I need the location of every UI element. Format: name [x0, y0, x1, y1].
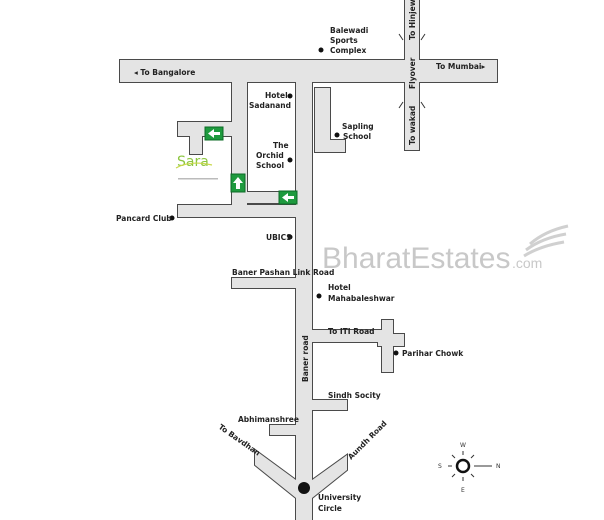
svg-text:Sports: Sports	[330, 36, 358, 45]
flyover-marks	[398, 33, 426, 109]
svg-text:School: School	[256, 161, 284, 170]
watermark-suffix: .com	[512, 255, 542, 271]
baner-road-label: Baner road	[301, 335, 310, 382]
landmark-hotel-mahabaleshwar: Hotel Mahabaleshwar	[316, 283, 395, 303]
svg-text:Hotel: Hotel	[265, 91, 288, 100]
landmark-orchid-school: The Orchid School	[256, 141, 293, 170]
watermark: BharatEstates	[322, 242, 510, 275]
svg-text:Balewadi: Balewadi	[330, 26, 368, 35]
svg-text:Sapling: Sapling	[342, 122, 374, 131]
to-bavdhan-label: To Bavdhan	[217, 422, 262, 457]
to-mumbai-label: To Mumbai▸	[436, 62, 486, 71]
svg-text:Orchid: Orchid	[256, 151, 284, 160]
sara-logo: Sara	[175, 154, 218, 180]
landmark-abhimanshree: Abhimanshree	[238, 415, 299, 424]
svg-text:Hotel: Hotel	[328, 283, 351, 292]
svg-text:S: S	[438, 463, 442, 470]
svg-text:Sadanand: Sadanand	[249, 101, 291, 110]
landmark-sapling-school: Sapling School	[334, 122, 374, 141]
to-bangalore-label: ◂ To Bangalore	[134, 68, 195, 77]
left-arrow-sign	[278, 190, 298, 205]
watermark-swoosh	[523, 224, 569, 258]
up-arrow-sign	[230, 173, 246, 193]
flyover-label: Flyover	[408, 57, 417, 89]
svg-text:School: School	[343, 132, 371, 141]
landmark-sindh-socity: Sindh Socity	[328, 391, 381, 400]
landmark-ubics: UBICS	[266, 233, 293, 242]
svg-text:Circle: Circle	[318, 504, 342, 513]
svg-text:N: N	[496, 463, 501, 470]
svg-text:Pancard Club: Pancard Club	[116, 214, 172, 223]
svg-text:Mahabaleshwar: Mahabaleshwar	[328, 294, 395, 303]
svg-text:Complex: Complex	[330, 46, 366, 55]
landmark-hotel-sadanand: Hotel Sadanand	[249, 91, 293, 110]
baner-pashan-link-road-label: Baner Pashan Link Road	[232, 268, 334, 277]
landmark-balewadi: Balewadi Sports Complex	[318, 26, 368, 55]
compass-icon: W S N E	[438, 442, 501, 494]
landmark-university-circle: University Circle	[298, 482, 361, 513]
svg-text:Parihar Chowk: Parihar Chowk	[402, 349, 464, 358]
svg-text:University: University	[318, 493, 361, 502]
to-wakad-label: To wakad	[408, 106, 417, 145]
to-iti-road-label: To ITI Road	[328, 327, 375, 336]
left-arrow-sign	[204, 126, 224, 141]
to-hinjewadi-label: To Hinjewadi	[408, 0, 417, 40]
landmark-parihar-chowk: Parihar Chowk	[393, 349, 464, 358]
svg-text:E: E	[461, 487, 465, 494]
svg-text:W: W	[460, 442, 466, 449]
roads-fill	[120, 0, 497, 520]
svg-text:UBICS: UBICS	[266, 233, 292, 242]
svg-text:The: The	[273, 141, 289, 150]
aundh-road-label: Aundh Road	[346, 419, 389, 462]
landmark-pancard-club: Pancard Club	[116, 214, 175, 223]
svg-text:Sara: Sara	[177, 154, 209, 170]
